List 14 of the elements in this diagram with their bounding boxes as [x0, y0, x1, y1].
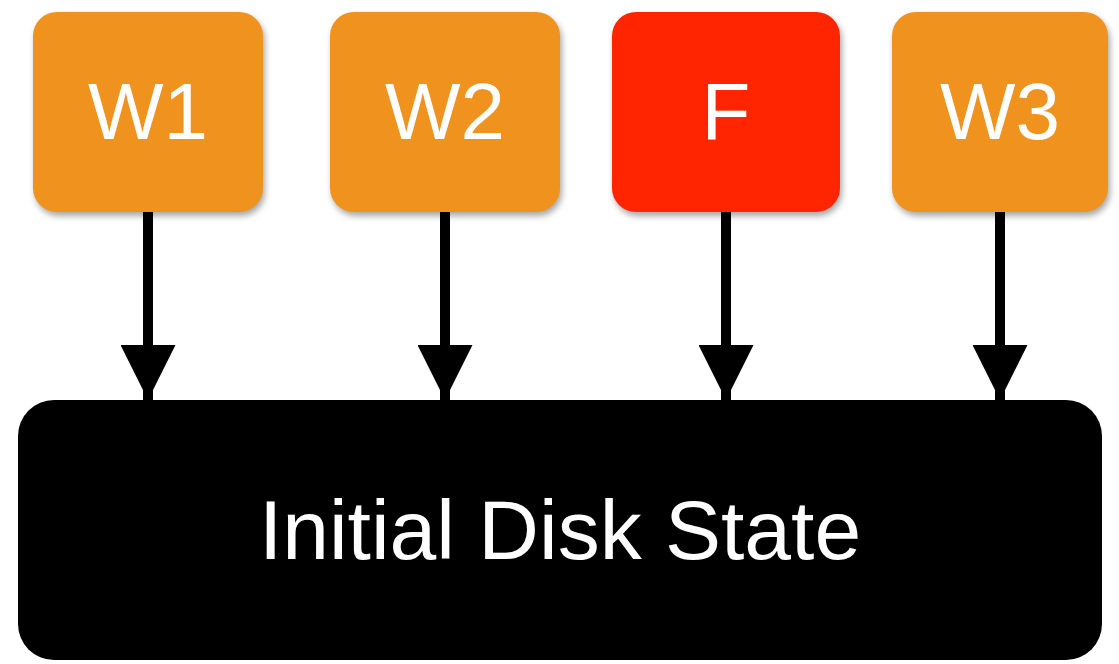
arrow	[972, 212, 1028, 400]
write-box	[330, 12, 560, 212]
box-label: W2	[385, 66, 505, 158]
arrow	[698, 212, 754, 400]
box-label: F	[701, 66, 751, 158]
disk-state-box	[18, 400, 1102, 660]
write-box	[892, 12, 1108, 212]
flush-box	[612, 12, 840, 212]
arrow	[417, 212, 473, 400]
box-label: W3	[940, 66, 1060, 158]
box-label: W1	[88, 66, 208, 158]
box-label: Initial Disk State	[258, 481, 862, 579]
write-box	[33, 12, 263, 212]
arrow	[120, 212, 176, 400]
